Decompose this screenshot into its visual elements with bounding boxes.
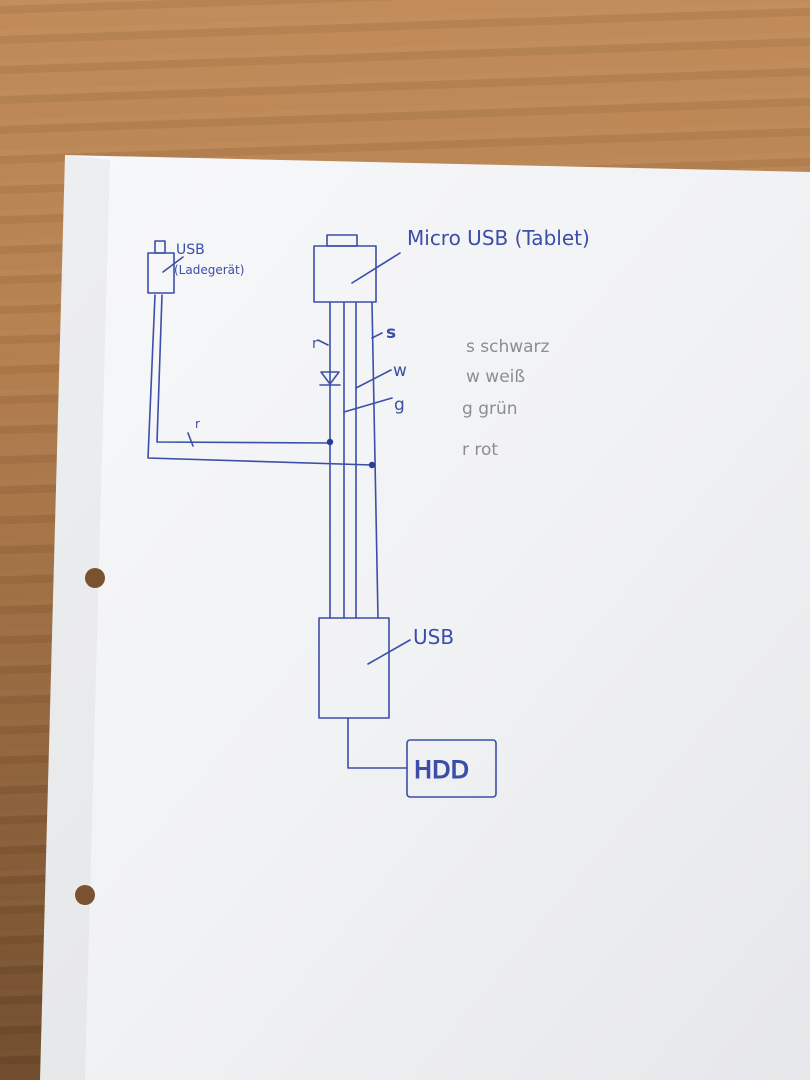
legend-item: w weiß bbox=[466, 367, 525, 387]
wire-color-legend: s schwarz w weiß g grün r rot bbox=[462, 337, 550, 460]
paper-shadow bbox=[40, 155, 110, 1080]
r-pointer bbox=[317, 339, 329, 346]
usb-bottom-plug bbox=[318, 617, 390, 719]
punch-hole-top bbox=[85, 568, 105, 588]
usb-bottom-label: USB bbox=[413, 625, 454, 649]
micro-usb-plug bbox=[313, 245, 377, 303]
wire-label-w: w bbox=[393, 361, 407, 381]
wire-label-r: r bbox=[312, 336, 318, 352]
legend-item: g grün bbox=[462, 399, 518, 419]
paper-shape bbox=[40, 155, 810, 1080]
usb-bottom-arrow bbox=[367, 639, 411, 665]
usb-charger-title: USB bbox=[176, 242, 205, 258]
legend-item: s schwarz bbox=[466, 337, 550, 357]
diode-symbol bbox=[320, 371, 340, 385]
charger-cable-outer bbox=[147, 294, 373, 466]
micro-usb-arrow bbox=[351, 252, 401, 284]
junction-black bbox=[368, 461, 376, 469]
g-pointer bbox=[343, 397, 393, 413]
junction-red bbox=[326, 438, 334, 446]
hdd-box bbox=[406, 739, 497, 798]
wire-black bbox=[371, 302, 379, 619]
punch-hole-bottom bbox=[75, 885, 95, 905]
wire-label-s: s bbox=[386, 323, 396, 343]
legend-item: r rot bbox=[462, 440, 498, 460]
charger-r-tick bbox=[187, 432, 194, 447]
charger-cable-inner bbox=[156, 294, 331, 444]
s-pointer bbox=[371, 332, 383, 339]
usb-charger-plug bbox=[147, 252, 175, 294]
micro-usb-label: Micro USB (Tablet) bbox=[407, 226, 590, 250]
hdd-label: HDD bbox=[414, 756, 469, 784]
hdd-cable bbox=[347, 717, 408, 769]
usb-charger-arrow bbox=[162, 256, 184, 273]
usb-charger-subtitle: (Ladegerät) bbox=[174, 263, 244, 277]
w-pointer bbox=[355, 369, 392, 389]
wire-label-g: g bbox=[394, 395, 405, 415]
charger-wire-label-r: r bbox=[195, 417, 200, 431]
